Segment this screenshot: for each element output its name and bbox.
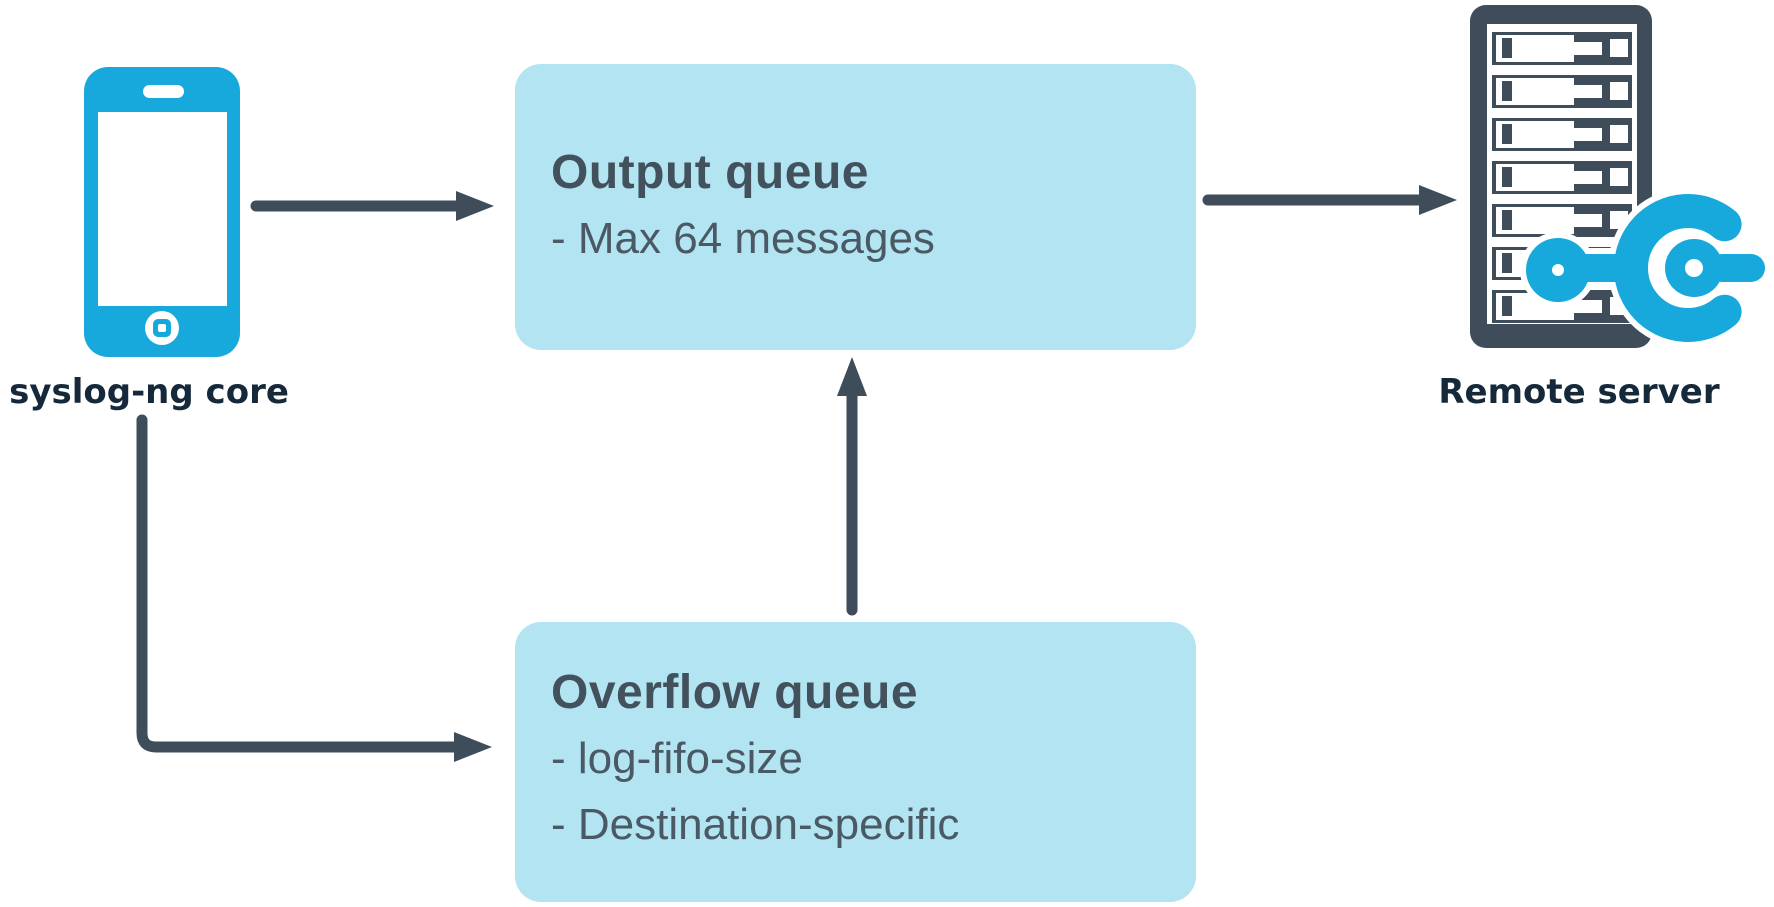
overflow-queue-title: Overflow queue <box>551 666 919 719</box>
syslog-ng-logo-icon <box>1520 188 1771 348</box>
smartphone-icon <box>84 67 240 357</box>
server-rack-icon <box>1470 5 1771 348</box>
output-queue-title: Output queue <box>551 146 869 199</box>
output-queue-box: Output queue - Max 64 messages <box>515 64 1196 350</box>
output-queue-item: - Max 64 messages <box>551 214 935 263</box>
arrow-output-queue-to-server <box>1202 185 1457 215</box>
arrow-overflow-to-output-queue <box>837 357 867 616</box>
source-label: syslog-ng core <box>9 372 289 412</box>
arrow-source-to-output-queue <box>250 191 494 221</box>
arrow-source-to-overflow-queue <box>136 414 492 762</box>
overflow-queue-item: - Destination-specific <box>551 800 960 849</box>
overflow-queue-item: - log-fifo-size <box>551 734 803 783</box>
remote-server-label: Remote server <box>1438 372 1720 412</box>
overflow-queue-box: Overflow queue - log-fifo-size - Destina… <box>515 622 1196 902</box>
